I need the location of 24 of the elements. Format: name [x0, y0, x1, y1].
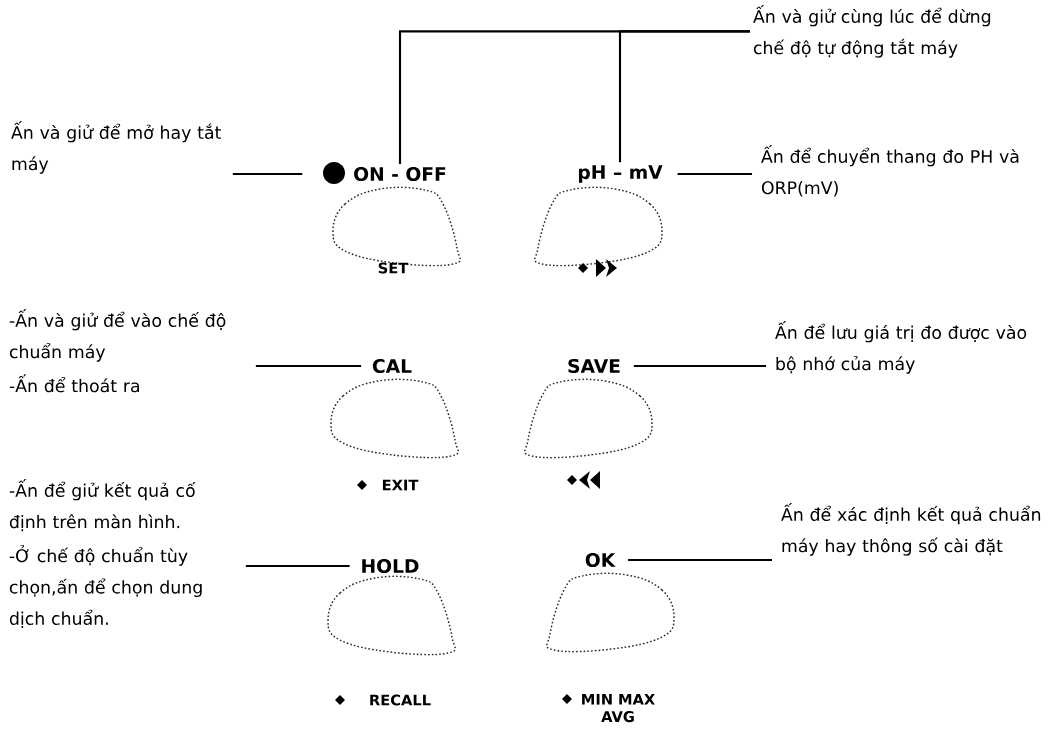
annotation-text: Ấn để chuyển thang đo PH và ORP(mV)	[761, 144, 1019, 197]
button-label: OK	[585, 552, 616, 568]
button-sublabel: MIN MAX AVG	[582, 693, 655, 723]
leader-line	[245, 564, 350, 568]
button-label: CAL	[372, 358, 412, 374]
button-label: SAVE	[568, 358, 620, 374]
leader-line	[677, 172, 752, 176]
annotation-text: Ấn để lưu giá trị đo được vào bộ nhớ của máy	[775, 320, 1027, 374]
leader-line	[618, 30, 750, 163]
annotation-text: -Ấn và giử để vào chế độ chuẩn máy -Ấn để thoát ra	[9, 308, 226, 393]
annotation-text: Ấn để xác định kết quả chuẩn máy hay thông số cài đặt	[781, 502, 1041, 556]
annotation-text: Ấn và giử để mở hay tắt máy	[11, 120, 221, 174]
button-sublabel: RECALL	[370, 694, 431, 706]
button-label: ON - OFF	[354, 166, 446, 182]
leader-line	[255, 364, 362, 368]
button-label: HOLD	[362, 558, 419, 574]
button-sublabel: EXIT	[382, 479, 419, 491]
button-label: pH – mV	[578, 165, 663, 183]
leader-line	[628, 558, 772, 562]
leader-line	[232, 172, 303, 176]
annotation-text: Ấn và giử cùng lúc để dừng chế độ tự động tắt máy	[753, 4, 991, 58]
annotation-text: -Ấn để giử kết quả cố định trên màn hình. -Ở chế độ chuẩn tùy chọn,ấn để chọn dung dịch chuẩn.	[9, 478, 202, 628]
leader-line	[633, 364, 766, 368]
button-sublabel: SET	[378, 262, 409, 274]
